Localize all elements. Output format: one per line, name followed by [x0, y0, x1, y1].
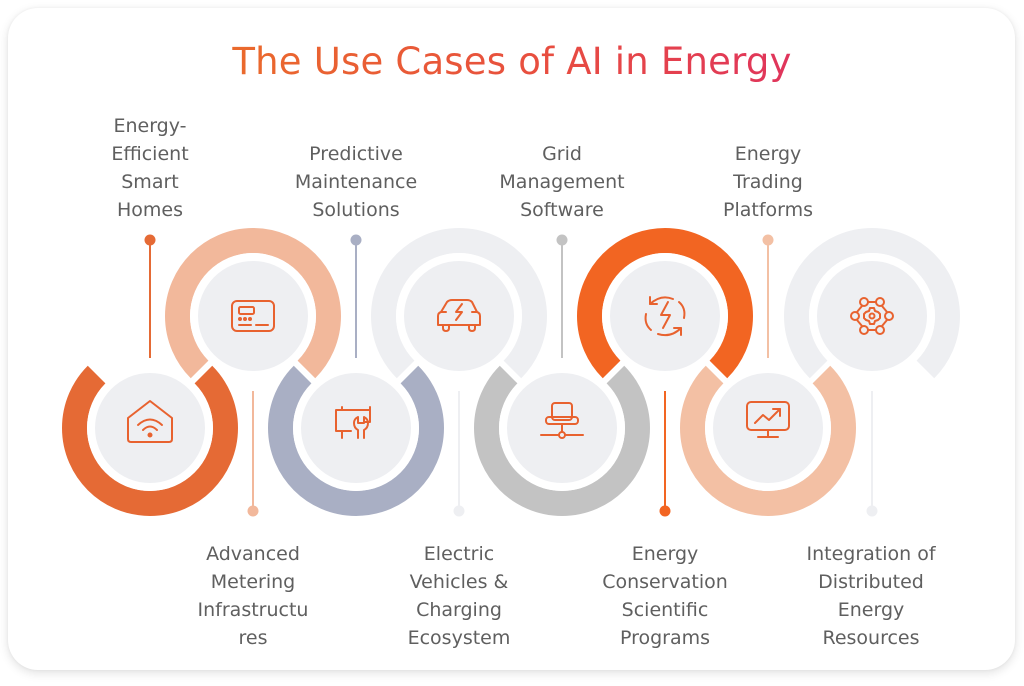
- ring-advanced-metering: [165, 228, 341, 379]
- pin-advanced-metering: [247, 391, 259, 517]
- ring-predictive-maintenance: [268, 365, 444, 516]
- label-smart-homes: Energy- Efficient Smart Homes: [111, 115, 189, 221]
- inner-circle-smart-homes: [95, 373, 205, 483]
- inner-circle-advanced-metering: [198, 261, 308, 371]
- network-grid-icon: [540, 402, 584, 439]
- ring-smart-homes: [62, 365, 238, 516]
- label-predictive-maintenance: Predictive Maintenance Solutions: [294, 143, 418, 221]
- pin-smart-homes: [144, 234, 156, 358]
- pin-energy-trading: [762, 234, 774, 358]
- pin-grid-management: [556, 234, 568, 358]
- page-title: The Use Cases of AI in Energy: [0, 38, 1024, 86]
- pin-distributed-energy: [866, 391, 878, 517]
- title-text: The Use Cases of AI in Energy: [232, 40, 792, 83]
- pin-predictive-maintenance: [350, 234, 362, 358]
- label-advanced-metering: Advanced Metering Infrastructu res: [197, 543, 309, 649]
- label-energy-conservation: Energy Conservation Scientific Programs: [602, 543, 728, 649]
- inner-circle-distributed-energy: [817, 261, 927, 371]
- label-grid-management: Grid Management Software: [499, 143, 625, 221]
- label-electric-vehicles: Electric Vehicles & Charging Ecosystem: [407, 543, 511, 649]
- smart-home-wifi-icon: [127, 400, 173, 443]
- label-distributed-energy: Integration of Distributed Energy Resour…: [806, 543, 936, 649]
- ring-electric-vehicles: [371, 228, 547, 379]
- ring-energy-trading: [680, 365, 856, 516]
- energy-cycle-icon: [644, 296, 686, 337]
- inner-circle-energy-trading: [713, 373, 823, 483]
- ring-energy-conservation: [577, 228, 753, 379]
- pin-electric-vehicles: [453, 391, 465, 517]
- label-energy-trading: Energy Trading Platforms: [722, 143, 814, 221]
- maintenance-wrench-icon: [335, 406, 371, 439]
- ring-distributed-energy: [784, 228, 960, 379]
- smart-meter-icon: [231, 300, 275, 332]
- pin-energy-conservation: [659, 391, 671, 517]
- trading-monitor-icon: [746, 401, 790, 438]
- electric-car-icon: [437, 299, 481, 332]
- distributed-network-gear-icon: [850, 297, 894, 335]
- ring-grid-management: [474, 365, 650, 516]
